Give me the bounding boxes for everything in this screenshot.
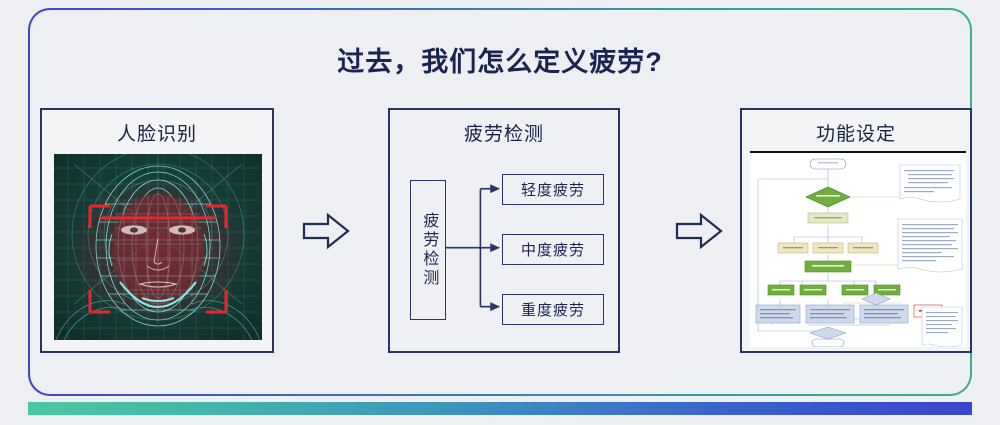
flow-output-box-1: 轻度疲劳: [502, 174, 604, 205]
arrow-1-icon: [302, 212, 350, 250]
flow-output-box-2: 中度疲劳: [502, 234, 604, 265]
panel-fatigue-detection: 疲劳检测 疲劳检测 轻度疲劳 中度疲劳 重度疲劳: [388, 108, 620, 353]
flow-output-box-3: 重度疲劳: [502, 294, 604, 325]
flow-source-label: 疲劳检测: [420, 212, 438, 288]
page-title: 过去，我们怎么定义疲劳?: [337, 47, 663, 77]
flow-connectors: [445, 184, 501, 312]
panel-title-function-setting: 功能设定: [815, 124, 896, 145]
face-recognition-image: [54, 154, 262, 340]
flow-source-box: 疲劳检测: [410, 180, 446, 320]
bottom-gradient-bar: [28, 402, 972, 415]
arrow-2-icon: [675, 212, 723, 250]
panel-title-face-recognition: 人脸识别: [116, 124, 197, 145]
panel-title-fatigue-detection: 疲劳检测: [463, 124, 544, 145]
panel-function-setting: 功能设定: [740, 108, 972, 353]
function-setting-document: [750, 151, 966, 347]
panel-face-recognition: 人脸识别: [40, 108, 274, 353]
